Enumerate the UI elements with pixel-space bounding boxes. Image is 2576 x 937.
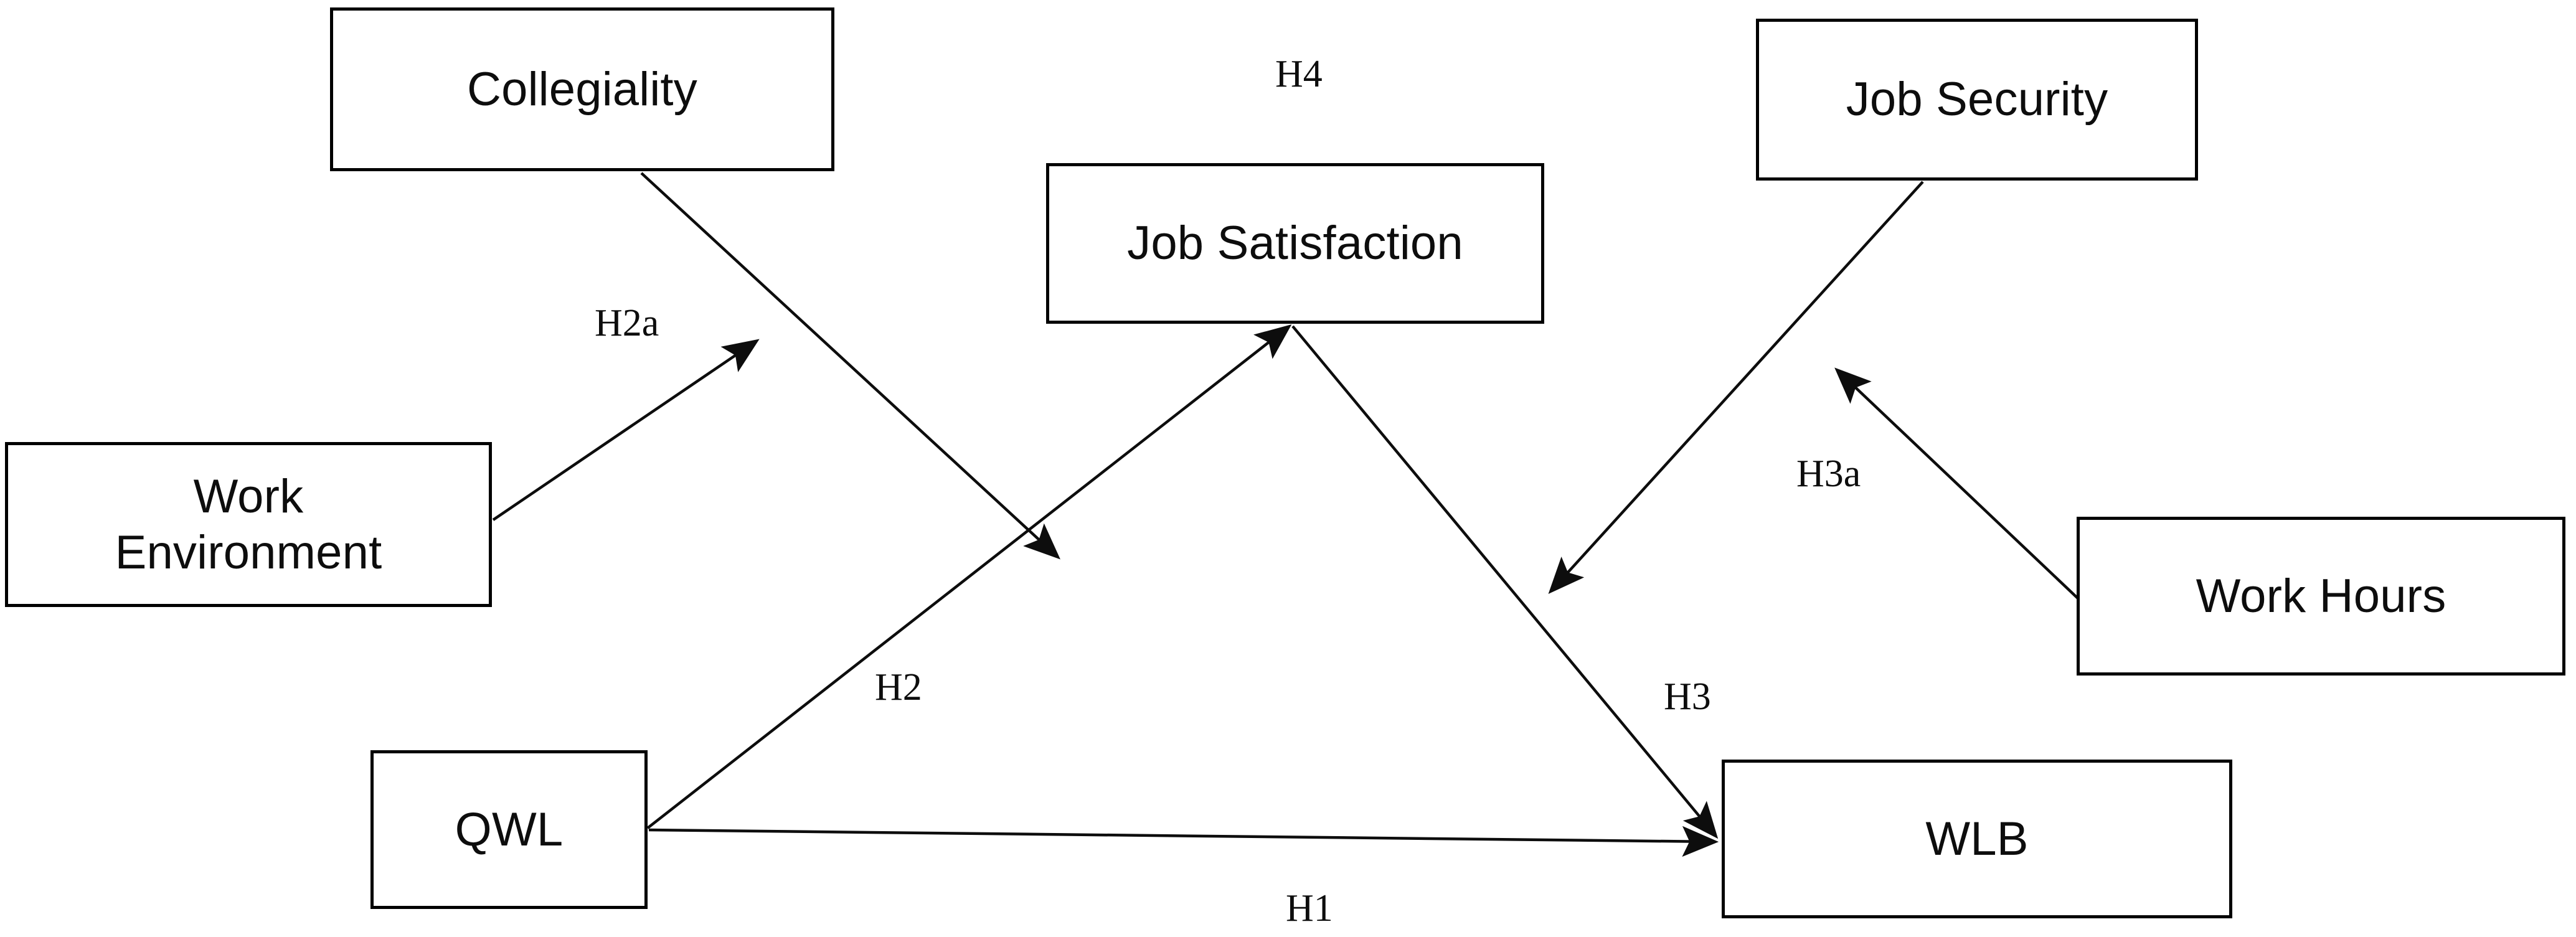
- construct-label-wlb: WLB: [1925, 812, 2029, 865]
- hypothesis-label-h4: H4: [1275, 53, 1323, 95]
- construct-box-qwl[interactable]: QWL: [370, 750, 648, 909]
- construct-box-wlb[interactable]: WLB: [1722, 760, 2232, 918]
- hypothesis-label-h3: H3: [1664, 676, 1711, 718]
- work-hours-moderator-arrow: [1834, 367, 2080, 600]
- hypothesis-label-h1: H1: [1286, 887, 1333, 930]
- qwl-to-job-satisfaction-arrow: [646, 324, 1292, 829]
- construct-box-job-satisfaction[interactable]: Job Satisfaction: [1046, 163, 1544, 324]
- hypothesis-label-h2: H2: [875, 666, 922, 709]
- job-security-moderator-arrow: [1548, 181, 1924, 594]
- qwl-to-wlb-arrow: [648, 826, 1719, 857]
- construct-box-job-security[interactable]: Job Security: [1756, 19, 2198, 181]
- construct-box-work-environment[interactable]: Work Environment: [5, 442, 492, 607]
- construct-label-job-security: Job Security: [1846, 73, 2108, 126]
- construct-label-work-environment: Work Environment: [115, 469, 382, 579]
- construct-box-collegiality[interactable]: Collegiality: [330, 7, 834, 171]
- construct-label-collegiality: Collegiality: [467, 62, 697, 116]
- construct-label-qwl: QWL: [455, 803, 564, 856]
- hypothesis-label-h3a: H3a: [1796, 453, 1861, 495]
- collegiality-moderator-arrow: [640, 172, 1060, 560]
- job-satisfaction-to-wlb-arrow: [1291, 325, 1719, 839]
- construct-label-job-satisfaction: Job Satisfaction: [1127, 217, 1463, 270]
- work-environment-moderator-arrow: [492, 339, 760, 521]
- hypothesis-label-h2a: H2a: [595, 302, 659, 344]
- construct-label-work-hours: Work Hours: [2196, 569, 2446, 623]
- construct-box-work-hours[interactable]: Work Hours: [2077, 517, 2565, 676]
